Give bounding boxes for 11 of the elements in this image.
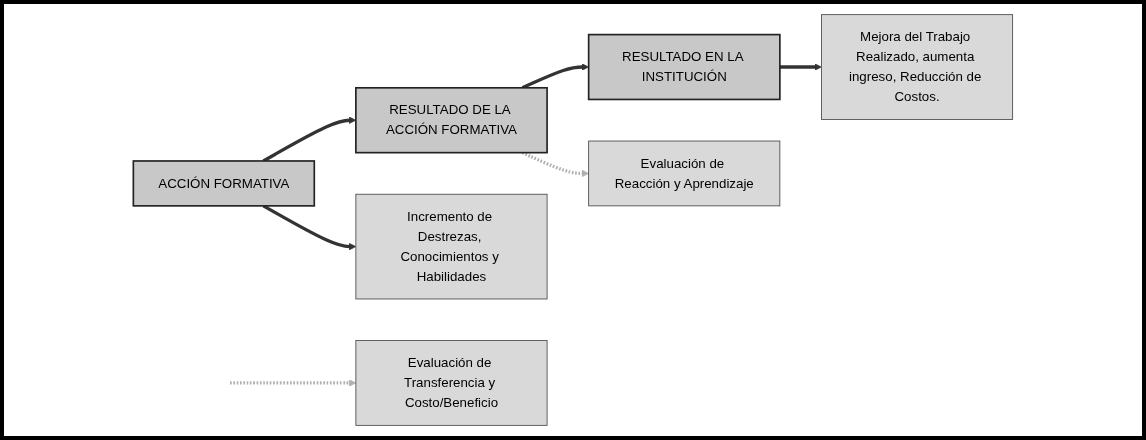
arrow <box>230 379 357 387</box>
node-box: Incremento de Destrezas, Conocimientos y Habilidades <box>355 193 548 300</box>
node-box: RESULTADO DE LA ACCIÓN FORMATIVA <box>355 87 548 154</box>
node-box: Evaluación de Reacción y Aprendizaje <box>588 140 781 207</box>
node-box: Evaluación de Transferencia y Costo/Beneficio <box>355 340 548 426</box>
node-box: ACCIÓN FORMATIVA <box>132 160 316 207</box>
arrow <box>521 151 589 178</box>
node-box: RESULTADO EN LA INSTITUCIÓN <box>587 33 781 101</box>
arrow <box>779 63 822 71</box>
node-box: Mejora del Trabajo Realizado, aumenta ingreso, Reducción de Costos. <box>821 14 1014 120</box>
arrow <box>262 204 357 251</box>
